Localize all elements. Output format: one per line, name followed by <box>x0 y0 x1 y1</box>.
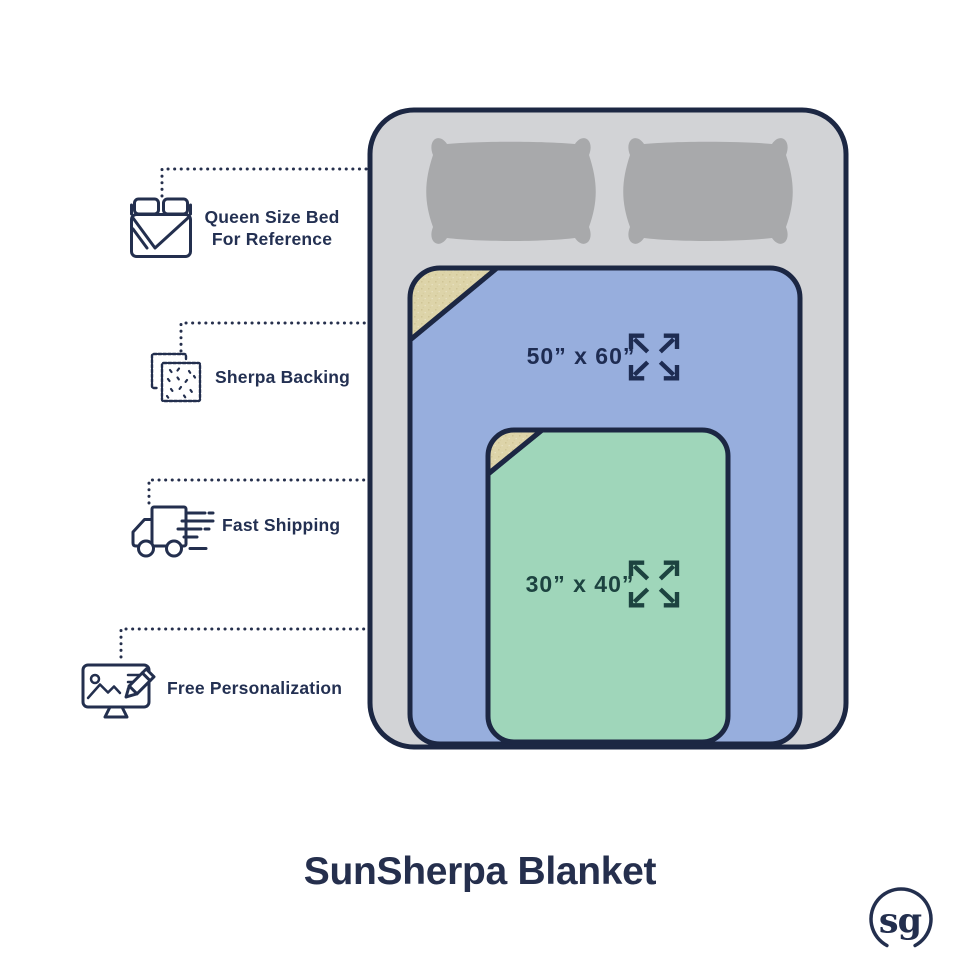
pillow-right <box>623 138 793 244</box>
sg-logo-text: sg <box>879 901 922 942</box>
personalization-monitor-icon <box>81 663 156 719</box>
feature-queen-bed-label-line2: For Reference <box>211 229 333 249</box>
blanket-50x60-sherpa-fold <box>407 265 500 343</box>
connector-personalization <box>119 627 373 659</box>
connector-shipping <box>147 478 372 505</box>
expand-arrows-icon <box>628 560 680 608</box>
feature-sherpa-backing-label: Sherpa Backing <box>215 367 351 387</box>
blanket-30x40-body <box>485 427 731 745</box>
connector-lines <box>119 167 373 659</box>
connector-queen-bed <box>160 167 372 198</box>
blanket-50x60-size-label: 50” x 60” <box>527 343 636 369</box>
speed-lines <box>176 511 215 550</box>
connector-sherpa <box>179 321 373 353</box>
feature-free-personalization-label: Free Personalization <box>167 678 343 698</box>
sg-logo: sg <box>869 887 933 948</box>
pencil-icon <box>124 667 156 699</box>
blanket-30x40-sherpa-fold <box>485 427 545 477</box>
page-title: SunSherpa Blanket <box>303 850 657 893</box>
pillows <box>426 138 793 244</box>
feature-fast-shipping-label: Fast Shipping <box>222 515 341 535</box>
pillow-left <box>426 138 596 244</box>
expand-arrows-icon <box>628 333 680 381</box>
blanket-30x40-size-label: 30” x 40” <box>526 571 635 597</box>
blanket-30x40: 30” x 40” <box>485 427 731 745</box>
feature-queen-bed-label: Queen Size Bed For Reference <box>196 206 348 250</box>
feature-queen-bed-label-line1: Queen Size Bed <box>204 207 340 227</box>
sherpa-swatch-icon <box>150 352 202 403</box>
shipping-truck-icon <box>131 505 215 558</box>
bed-icon <box>130 197 192 258</box>
